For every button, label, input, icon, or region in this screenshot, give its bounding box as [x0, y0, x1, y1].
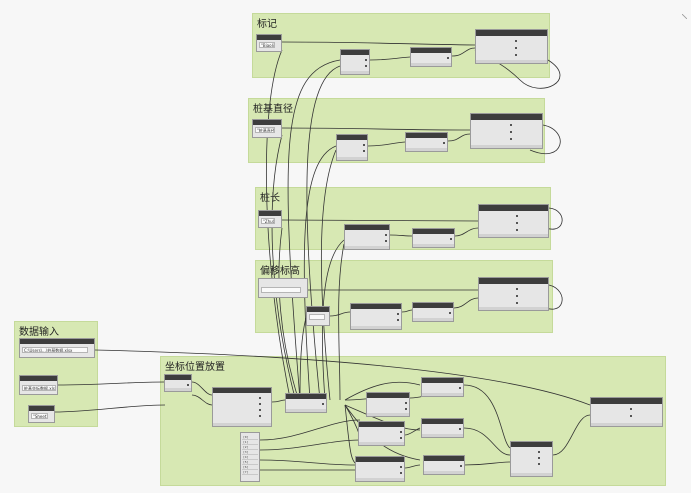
- group-shuju[interactable]: 数据输入: [14, 321, 98, 427]
- zhuchang-string-field[interactable]: "ZhuChang": [261, 218, 275, 224]
- zhuji-string-field[interactable]: "桩基直径": [255, 127, 275, 133]
- node-pianyi-b[interactable]: [412, 302, 454, 322]
- group-title-shuju: 数据输入: [19, 327, 59, 338]
- node-point-bycoords[interactable]: [510, 441, 553, 477]
- group-title-zhuchang: 桩长: [260, 193, 280, 204]
- node-familyinstance-bypoint[interactable]: [590, 397, 663, 427]
- node-biaoji-a[interactable]: [340, 49, 370, 75]
- node-file-path[interactable]: C:\Users\...\桩基数据.xlsx: [19, 338, 95, 358]
- node-pianyi-small[interactable]: [306, 306, 330, 326]
- group-title-zuobiao: 坐标位置放置: [165, 362, 225, 373]
- canvas-corner-mark: [681, 4, 688, 20]
- node-getitem-d[interactable]: [421, 418, 464, 438]
- group-title-biaoji: 标记: [257, 19, 277, 30]
- node-zhuji-a[interactable]: [336, 134, 368, 161]
- node-zhuji-setparam[interactable]: [470, 113, 543, 149]
- file-path-field[interactable]: C:\Users\...\桩基数据.xlsx: [22, 347, 88, 353]
- node-excel-import[interactable]: [212, 387, 272, 427]
- pianyi-number-field[interactable]: [261, 287, 301, 293]
- node-excel-read-a[interactable]: [164, 374, 192, 392]
- node-zhuchang-setparam[interactable]: [478, 204, 549, 238]
- node-biaoji-input[interactable]: "BiaoJi": [256, 34, 282, 52]
- node-sheet-name[interactable]: "Sheet1": [28, 405, 55, 423]
- group-title-pianyi: 偏移标高: [260, 266, 300, 277]
- node-getitem-e[interactable]: [355, 456, 405, 482]
- file-name-field[interactable]: 桩基坐标数据.xlsx: [22, 385, 56, 391]
- node-zhuchang-b[interactable]: [412, 228, 455, 248]
- node-pianyi-setparam[interactable]: [478, 277, 549, 311]
- node-getitem-b[interactable]: [421, 377, 464, 397]
- node-biaoji-b[interactable]: [410, 47, 452, 67]
- list-watch-rows: [0] [1] [2] [3] [4] [5] [6] [7]: [242, 435, 258, 480]
- biaoji-string-field[interactable]: "BiaoJi": [259, 42, 275, 48]
- node-biaoji-setparam[interactable]: [475, 29, 548, 64]
- node-getitem-a[interactable]: [366, 392, 410, 417]
- node-zhuchang-input[interactable]: "ZhuChang": [258, 210, 282, 228]
- node-zhuji-b[interactable]: [405, 132, 448, 152]
- node-pianyi-input[interactable]: [258, 278, 308, 298]
- node-list-transpose[interactable]: [285, 393, 327, 413]
- sheet-name-field[interactable]: "Sheet1": [31, 413, 48, 419]
- node-zhuji-input[interactable]: "桩基直径": [252, 119, 282, 138]
- group-title-zhuji: 桩基直径: [253, 104, 293, 115]
- node-pianyi-a[interactable]: [350, 303, 402, 330]
- node-getitem-c[interactable]: [358, 421, 405, 446]
- node-zhuchang-a[interactable]: [344, 224, 390, 250]
- node-file-from-path[interactable]: 桩基坐标数据.xlsx: [19, 375, 58, 395]
- node-getitem-f[interactable]: [423, 455, 465, 475]
- pianyi-small-field[interactable]: [309, 314, 325, 320]
- node-list-watch[interactable]: [0] [1] [2] [3] [4] [5] [6] [7]: [240, 432, 260, 482]
